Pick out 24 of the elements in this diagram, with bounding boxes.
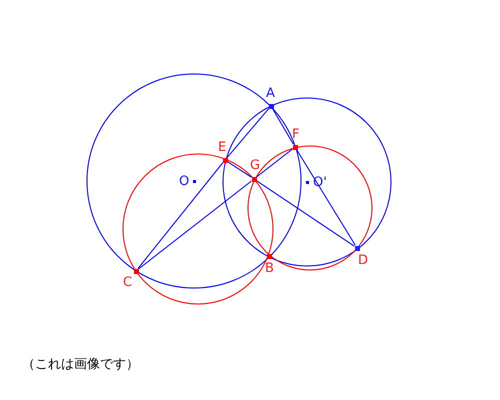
line-segment — [296, 149, 356, 246]
note: （これは画像です） — [22, 358, 139, 372]
point-label: C — [123, 276, 132, 289]
line-segment — [226, 108, 270, 158]
line-segment — [227, 161, 252, 178]
point-label: G — [250, 159, 260, 172]
point — [266, 254, 272, 258]
point — [134, 268, 138, 274]
point — [252, 176, 256, 182]
point — [268, 104, 274, 108]
line-segment — [256, 148, 293, 178]
line-segment — [256, 180, 355, 247]
center-label: O — [179, 175, 190, 189]
point-label: B — [265, 262, 274, 275]
point-label: E — [218, 141, 226, 154]
point-label: A — [266, 87, 275, 100]
line-segment — [138, 180, 252, 270]
line-segment — [138, 162, 224, 269]
point — [222, 158, 228, 162]
line-segment — [272, 108, 294, 145]
point-label: D — [358, 254, 368, 267]
point — [354, 246, 360, 250]
point-label: F — [292, 128, 300, 141]
point — [292, 144, 298, 150]
